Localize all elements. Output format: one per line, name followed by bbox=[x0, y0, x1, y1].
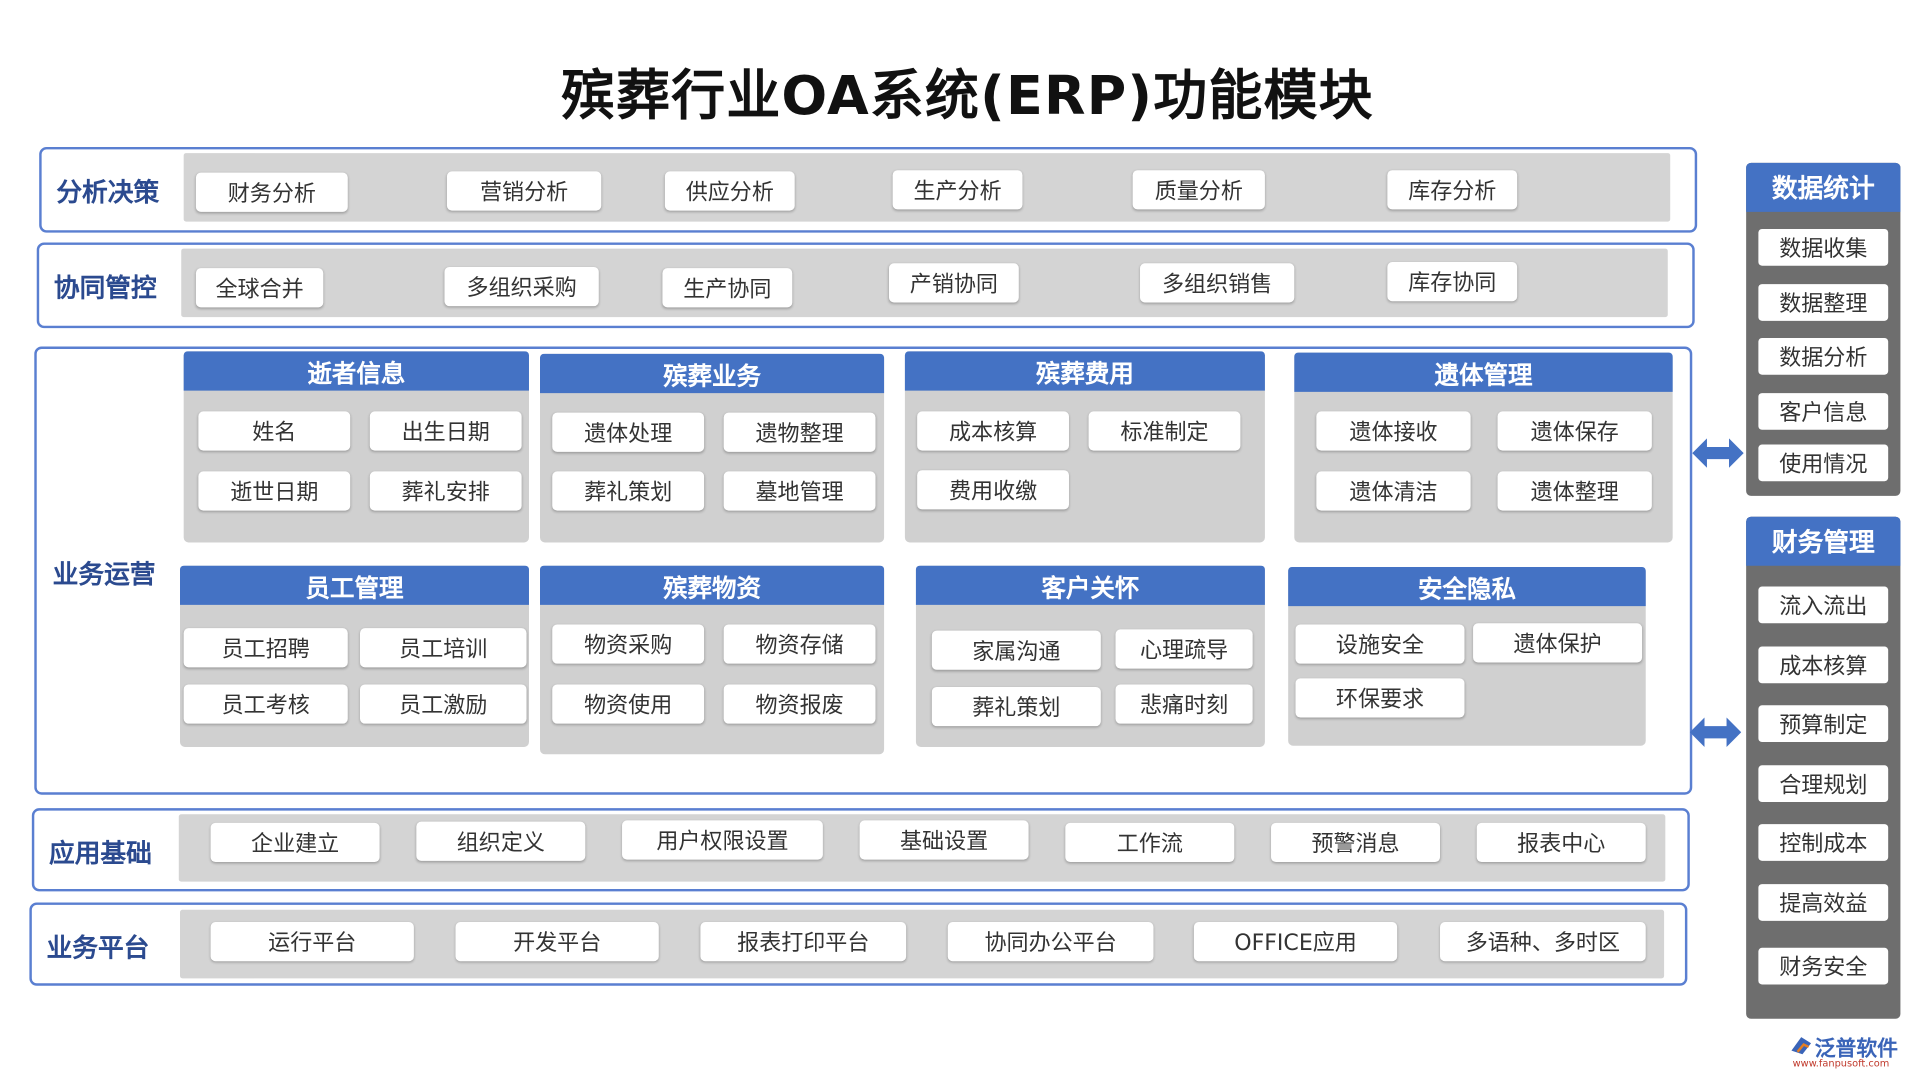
platform-item[interactable]: 协同办公平台 bbox=[947, 922, 1154, 962]
module-item[interactable]: 家属沟通 bbox=[931, 630, 1101, 670]
analysis-item[interactable]: 财务分析 bbox=[195, 172, 348, 212]
platform-item[interactable]: 开发平台 bbox=[455, 922, 659, 962]
module-item[interactable]: 遗体整理 bbox=[1497, 471, 1652, 511]
ops-row-label: 业务运营 bbox=[52, 559, 156, 589]
module-title: 遗体管理 bbox=[1294, 352, 1673, 392]
module-item[interactable]: 葬礼策划 bbox=[552, 471, 705, 511]
foundation-item[interactable]: 报表中心 bbox=[1476, 822, 1646, 863]
module-item[interactable]: 遗体保存 bbox=[1497, 411, 1652, 451]
logo-mark-icon bbox=[1791, 1037, 1812, 1055]
analysis-item[interactable]: 生产分析 bbox=[892, 170, 1023, 210]
module-item[interactable]: 墓地管理 bbox=[723, 471, 876, 511]
module-item[interactable]: 出生日期 bbox=[369, 411, 522, 451]
foundation-item[interactable]: 工作流 bbox=[1065, 822, 1235, 863]
module-item[interactable]: 员工激励 bbox=[360, 684, 527, 724]
module-item[interactable]: 设施安全 bbox=[1295, 624, 1465, 664]
collab-item[interactable]: 产销协同 bbox=[888, 263, 1019, 303]
collab-item[interactable]: 生产协同 bbox=[662, 268, 793, 308]
module-title: 安全隐私 bbox=[1288, 566, 1646, 607]
side-item[interactable]: 数据收集 bbox=[1758, 228, 1889, 266]
platform-item[interactable]: 多语种、多时区 bbox=[1440, 922, 1646, 962]
module-item[interactable]: 遗物整理 bbox=[723, 412, 876, 452]
module-item[interactable]: 葬礼安排 bbox=[369, 471, 522, 511]
collab-item[interactable]: 多组织采购 bbox=[444, 266, 599, 307]
module-item[interactable]: 逝世日期 bbox=[198, 471, 351, 511]
analysis-item[interactable]: 库存分析 bbox=[1387, 170, 1518, 210]
analysis-item[interactable]: 质量分析 bbox=[1132, 170, 1265, 210]
module-item[interactable]: 物资存储 bbox=[723, 624, 876, 664]
module-item[interactable]: 费用收缴 bbox=[917, 470, 1069, 510]
side-item[interactable]: 提高效益 bbox=[1758, 884, 1889, 921]
module-title: 员工管理 bbox=[180, 565, 529, 605]
module-item[interactable]: 员工考核 bbox=[183, 684, 348, 724]
module-title: 客户关怀 bbox=[915, 565, 1265, 605]
module-title: 殡葬费用 bbox=[904, 351, 1265, 391]
module-item[interactable]: 物资报废 bbox=[723, 684, 876, 724]
side-item[interactable]: 合理规划 bbox=[1758, 765, 1889, 803]
module-title: 殡葬物资 bbox=[540, 565, 885, 605]
collab-item[interactable]: 多组织销售 bbox=[1140, 263, 1295, 303]
analysis-item[interactable]: 供应分析 bbox=[664, 171, 795, 211]
side-panel-data-stats: 数据统计 数据收集 数据整理 数据分析 客户信息 使用情况 bbox=[1746, 162, 1901, 496]
side-panel-title: 财务管理 bbox=[1746, 516, 1901, 566]
analysis-item[interactable]: 营销分析 bbox=[446, 171, 602, 211]
module-item[interactable]: 心理疏导 bbox=[1115, 629, 1253, 669]
module-title: 殡葬业务 bbox=[540, 353, 885, 394]
module-item[interactable]: 标准制定 bbox=[1088, 411, 1241, 451]
brand-logo: 泛普软件 www.fanpusoft.com bbox=[1788, 1031, 1915, 1073]
module-item[interactable]: 遗体接收 bbox=[1316, 411, 1471, 451]
side-panel-title: 数据统计 bbox=[1746, 162, 1901, 212]
side-panel-finance: 财务管理 流入流出 成本核算 预算制定 合理规划 控制成本 提高效益 财务安全 bbox=[1746, 516, 1901, 1019]
side-item[interactable]: 财务安全 bbox=[1758, 947, 1889, 985]
side-item[interactable]: 控制成本 bbox=[1758, 824, 1889, 861]
foundation-item[interactable]: 企业建立 bbox=[210, 822, 380, 863]
foundation-item[interactable]: 基础设置 bbox=[859, 820, 1029, 860]
collab-item[interactable]: 全球合并 bbox=[195, 268, 324, 308]
page-title: 殡葬行业OA系统(ERP)功能模块 bbox=[561, 64, 1374, 128]
collab-row-label: 协同管控 bbox=[53, 273, 157, 303]
foundation-item[interactable]: 用户权限设置 bbox=[622, 820, 823, 860]
module-item[interactable]: 员工培训 bbox=[360, 628, 527, 668]
module-item[interactable]: 环保要求 bbox=[1295, 678, 1465, 718]
side-item[interactable]: 流入流出 bbox=[1758, 586, 1889, 624]
side-item[interactable]: 数据分析 bbox=[1758, 337, 1889, 375]
platform-item[interactable]: 报表打印平台 bbox=[700, 922, 907, 962]
module-item[interactable]: 遗体保护 bbox=[1473, 623, 1643, 663]
module-item[interactable]: 员工招聘 bbox=[183, 628, 348, 668]
module-item[interactable]: 悲痛时刻 bbox=[1115, 684, 1253, 724]
module-item[interactable]: 物资使用 bbox=[552, 684, 705, 724]
foundation-item[interactable]: 组织定义 bbox=[416, 821, 586, 861]
analysis-row-label: 分析决策 bbox=[56, 177, 160, 207]
platform-item[interactable]: 运行平台 bbox=[210, 922, 414, 962]
module-item[interactable]: 遗体清洁 bbox=[1316, 471, 1471, 511]
module-item[interactable]: 遗体处理 bbox=[552, 412, 705, 452]
module-item[interactable]: 姓名 bbox=[198, 411, 351, 451]
module-item[interactable]: 物资采购 bbox=[552, 624, 705, 664]
platform-item[interactable]: OFFICE应用 bbox=[1193, 922, 1398, 962]
side-item[interactable]: 成本核算 bbox=[1758, 646, 1889, 684]
side-item[interactable]: 客户信息 bbox=[1758, 393, 1889, 430]
side-item[interactable]: 数据整理 bbox=[1758, 284, 1889, 321]
side-item[interactable]: 预算制定 bbox=[1758, 705, 1889, 743]
module-title: 逝者信息 bbox=[183, 351, 529, 391]
module-item[interactable]: 葬礼策划 bbox=[931, 686, 1101, 727]
platform-row-label: 业务平台 bbox=[46, 933, 150, 963]
platform-row-panel bbox=[180, 909, 1665, 979]
module-item[interactable]: 成本核算 bbox=[917, 411, 1069, 451]
side-item[interactable]: 使用情况 bbox=[1758, 444, 1889, 482]
logo-url: www.fanpusoft.com bbox=[1792, 1057, 1890, 1069]
foundation-row-label: 应用基础 bbox=[48, 838, 152, 869]
collab-item[interactable]: 库存协同 bbox=[1387, 262, 1518, 302]
logo-name: 泛普软件 bbox=[1814, 1037, 1898, 1062]
double-arrow-icon bbox=[1692, 438, 1744, 468]
double-arrow-icon bbox=[1689, 717, 1742, 747]
foundation-item[interactable]: 预警消息 bbox=[1271, 822, 1441, 863]
